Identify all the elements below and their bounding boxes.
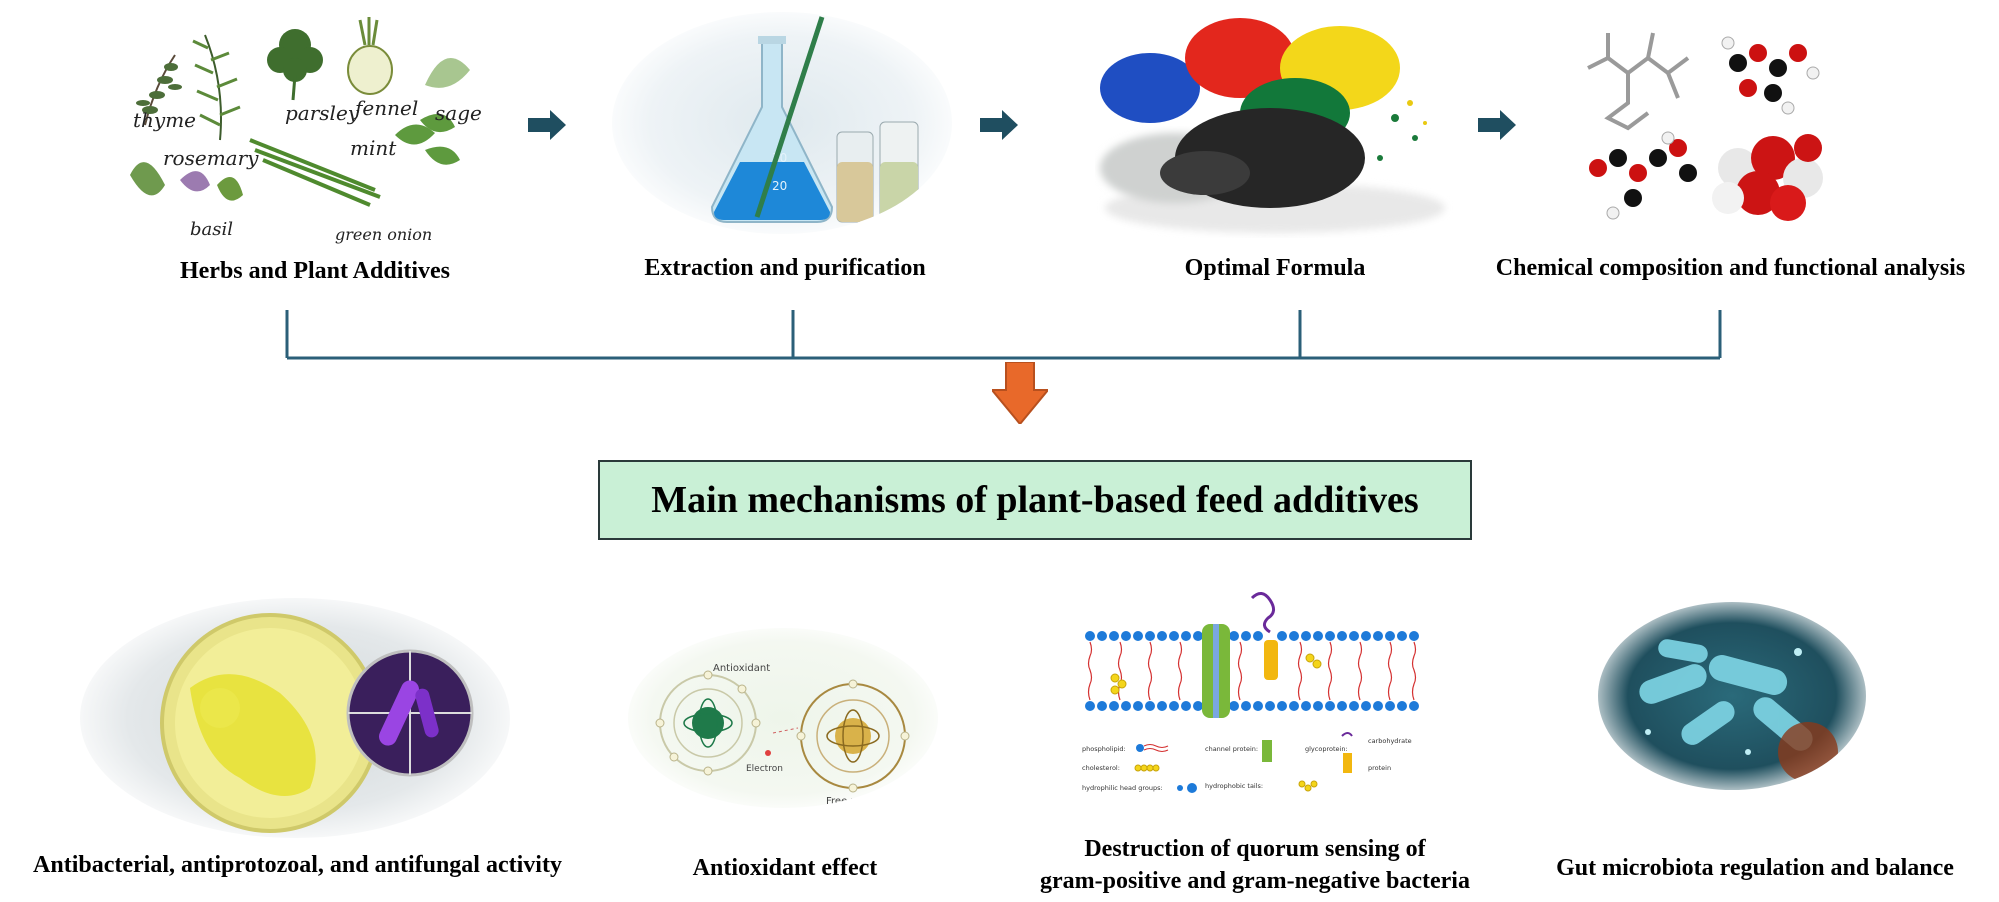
petri-dish-image bbox=[80, 598, 510, 838]
step-caption-chemical: Chemical composition and functional anal… bbox=[1495, 255, 1966, 281]
legend-cholesterol: cholesterol: bbox=[1082, 764, 1120, 772]
herb-word: sage bbox=[435, 101, 482, 125]
herb-word: parsley bbox=[285, 101, 360, 125]
flask-mark: 20 bbox=[772, 179, 787, 193]
electron-label: Electron bbox=[746, 764, 783, 774]
herbs-image: thyme rosemary parsley fennel sage mint … bbox=[125, 15, 485, 245]
herb-word: mint bbox=[350, 136, 397, 160]
mechanism-caption-antibacterial: Antibacterial, antiprotozoal, and antifu… bbox=[33, 852, 562, 878]
arrow-right-icon bbox=[528, 110, 566, 140]
herb-word: basil bbox=[190, 219, 233, 240]
herb-word: green onion bbox=[335, 225, 432, 244]
mechanism-caption-microbiota: Gut microbiota regulation and balance bbox=[1556, 855, 1954, 881]
legend-hydrophobic: hydrophobic tails: bbox=[1205, 782, 1263, 790]
step-caption-herbs: Herbs and Plant Additives bbox=[179, 258, 451, 284]
microbiota-image bbox=[1598, 602, 1866, 790]
extraction-image: 30 20 bbox=[612, 12, 952, 234]
antioxidant-label: Antioxidant bbox=[713, 663, 770, 674]
legend-glycoprotein: glycoprotein: bbox=[1305, 745, 1348, 753]
legend-channel: channel protein: bbox=[1205, 745, 1258, 753]
legend-protein: protein bbox=[1368, 764, 1391, 772]
herb-word: thyme bbox=[133, 108, 196, 132]
powder-image bbox=[1095, 8, 1455, 240]
step-caption-formula: Optimal Formula bbox=[1184, 255, 1366, 281]
mechanism-caption-quorum-line2: gram-positive and gram-negative bacteria bbox=[1040, 868, 1470, 894]
bracket-connector bbox=[285, 310, 1722, 360]
main-title: Main mechanisms of plant-based feed addi… bbox=[651, 479, 1419, 521]
antioxidant-image: Antioxidant Electron Free radical bbox=[628, 628, 938, 808]
legend-hydrophilic: hydrophilic head groups: bbox=[1082, 784, 1163, 792]
arrow-right-icon bbox=[1478, 110, 1516, 140]
legend-carbohydrate: carbohydrate bbox=[1368, 737, 1412, 745]
molecules-image bbox=[1578, 18, 1838, 238]
membrane-image: phospholipid: cholesterol: hydrophilic h… bbox=[1080, 588, 1430, 813]
mechanism-caption-quorum-line1: Destruction of quorum sensing of bbox=[1084, 836, 1426, 862]
mechanism-caption-antioxidant: Antioxidant effect bbox=[692, 855, 878, 881]
arrow-down-icon bbox=[992, 362, 1048, 424]
herb-word: fennel bbox=[353, 96, 418, 120]
herb-word: rosemary bbox=[163, 146, 259, 170]
legend-phospholipid: phospholipid: bbox=[1082, 745, 1126, 753]
step-caption-extraction: Extraction and purification bbox=[644, 255, 926, 281]
main-title-box: Main mechanisms of plant-based feed addi… bbox=[598, 460, 1472, 540]
free-radical-label: Free radical bbox=[826, 796, 884, 807]
arrow-right-icon bbox=[980, 110, 1018, 140]
